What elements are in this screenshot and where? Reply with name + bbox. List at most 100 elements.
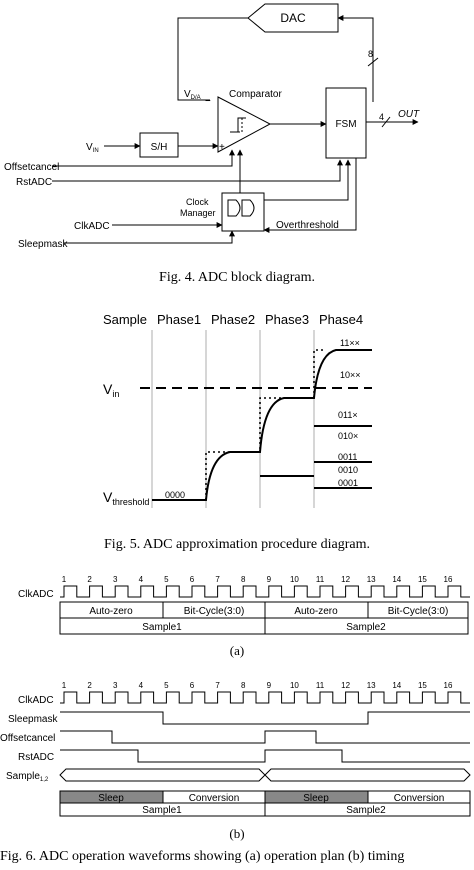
b-clock-number: 7 (215, 681, 220, 690)
rstadc-waveform (60, 749, 470, 763)
b-clock-number: 8 (241, 681, 246, 690)
fsm-block (325, 87, 367, 159)
code-label: 11×× (340, 338, 360, 348)
clkadc-label: ClkADC (74, 221, 110, 232)
b-clock-number: 14 (392, 681, 401, 690)
fig5-labels: Sample Phase1 Phase2 Phase3 Phase4 Vin V… (103, 312, 370, 552)
approx-curve (152, 349, 372, 501)
b-clock-number: 9 (267, 681, 272, 690)
phase-segment-label: Sleep (303, 793, 329, 804)
b-clock-number: 10 (290, 681, 299, 690)
phase-segment-label: Conversion (394, 793, 445, 804)
rstadc-wire (52, 159, 343, 182)
phase-segment-label: Sleep (98, 793, 124, 804)
a-clock-number: 10 (290, 575, 299, 584)
a-clock-number: 1 (62, 575, 67, 584)
code-label: 0010 (338, 465, 358, 475)
b-clock-number: 12 (341, 681, 350, 690)
clock-manager-block (221, 192, 265, 232)
comparator-label: Comparator (229, 89, 282, 100)
segment-label: Auto-zero (89, 606, 133, 617)
phase-label: Phase2 (211, 312, 255, 327)
sample-label: Sample1 (142, 622, 182, 633)
bus4-label: 4 (379, 112, 384, 122)
a-clock-number: 9 (267, 575, 272, 584)
code-label: 0001 (338, 478, 358, 488)
fsm-to-dac-wire (337, 15, 374, 102)
fig6-caption: Fig. 6. ADC operation waveforms showing … (0, 849, 404, 864)
a-clock-number: 6 (190, 575, 195, 584)
clk-waveform-b (60, 691, 470, 704)
vin-label: VIN (86, 142, 99, 154)
a-clock-number: 8 (241, 575, 246, 584)
b-clock-number: 15 (418, 681, 427, 690)
a-clock-number: 16 (444, 575, 453, 584)
sh-label: S/H (151, 142, 168, 153)
b-clock-number: 3 (113, 681, 118, 690)
segment-label: Bit-Cycle(3:0) (388, 606, 449, 617)
sample-bus-waveform (59, 768, 471, 782)
b-clock-number: 1 (62, 681, 67, 690)
clock-manager-label-1: Clock (186, 197, 209, 207)
a-clock-number: 4 (139, 575, 144, 584)
b-clock-number: 6 (190, 681, 195, 690)
offsetcancel-signal-label: Offsetcancel (0, 733, 55, 744)
a-clock-number: 11 (316, 575, 325, 584)
out-label: OUT (398, 109, 420, 120)
bus8-slash (367, 57, 379, 67)
sleepmask-wire (64, 230, 235, 244)
a-clock-number: 13 (367, 575, 376, 584)
fig4-block-diagram (52, 3, 419, 244)
dac-label: DAC (280, 11, 306, 25)
vin-level-label: Vin (103, 381, 119, 399)
bus4-slash (381, 116, 391, 128)
a-clock-number: 12 (341, 575, 350, 584)
a-clock-number: 3 (113, 575, 118, 584)
code-label: 011× (338, 410, 358, 420)
b-clock-number: 13 (367, 681, 376, 690)
offsetcancel-waveform (60, 730, 470, 744)
overthreshold-wire (263, 158, 357, 233)
phase-segment-label: Conversion (189, 793, 240, 804)
code-label: 10×× (340, 370, 361, 380)
sample-signal-label: Sample1,2 (6, 771, 49, 783)
minus-label: − (205, 96, 211, 107)
a-clock-number: 14 (392, 575, 401, 584)
rstadc-signal-label: RstADC (18, 752, 54, 763)
segment-label: Bit-Cycle(3:0) (184, 606, 245, 617)
fig5-caption: Fig. 5. ADC approximation procedure diag… (104, 537, 370, 552)
code-label: 0000 (165, 490, 185, 500)
sleepmask-label: Sleepmask (18, 239, 68, 250)
fig4-labels: DAC Comparator VD/A VIN S/H FSM OUT 8 4 … (4, 11, 420, 285)
phase-label: Phase1 (157, 312, 201, 327)
vda-label: VD/A (184, 89, 201, 101)
comparator-triangle (217, 96, 272, 153)
overthreshold-label: Overthreshold (276, 220, 339, 231)
sleepmask-signal-label: Sleepmask (8, 714, 58, 725)
ideal-steps (205, 349, 326, 500)
a-clock-number: 15 (418, 575, 427, 584)
a-clock-number: 2 (87, 575, 92, 584)
vthreshold-label: Vthreshold (103, 489, 149, 507)
fig5-diagram (140, 330, 372, 508)
phase-label: Phase3 (265, 312, 309, 327)
dac-output-wire (177, 17, 248, 101)
b-clock-number: 11 (316, 681, 325, 690)
phase-label: Sample (103, 312, 147, 327)
plus-label: + (219, 142, 225, 153)
hysteresis-symbol (230, 117, 246, 133)
sh-block (139, 132, 179, 158)
code-label: 0011 (338, 452, 357, 462)
a-clock-number: 7 (215, 575, 220, 584)
fig4-caption: Fig. 4. ADC block diagram. (159, 270, 315, 285)
b-clock-number: 5 (164, 681, 169, 690)
b-clock-number: 16 (444, 681, 453, 690)
segment-label: Auto-zero (294, 606, 338, 617)
clkadc-a-label: ClkADC (18, 589, 54, 600)
code-label: 010× (338, 431, 358, 441)
clock-manager-label-2: Manager (180, 208, 216, 218)
